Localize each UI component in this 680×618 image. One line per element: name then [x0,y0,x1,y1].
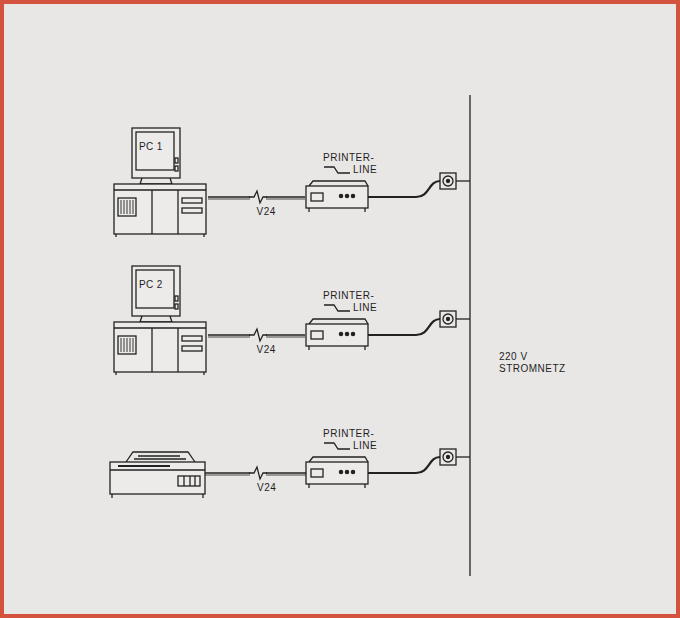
wall-socket [440,173,470,465]
computer-name: PC 2 [139,279,163,291]
printer [110,452,205,498]
printer-line-adapter: PRINTER- LINE [305,290,385,352]
mains-line [469,95,470,576]
interface-label: V24 [256,206,277,218]
line-symbol [324,167,350,173]
serial-cable [205,467,306,479]
computer: PC 1 [112,128,208,238]
power-cord [368,181,440,473]
line-symbol [324,305,350,311]
mains-label: 220 V STROMNETZ [498,351,564,375]
line-symbol [324,443,350,449]
computer-name: PC 1 [139,141,163,153]
interface-label: V24 [256,344,277,356]
device-name: PRINTER- LINE [323,152,385,176]
device-name: PRINTER- LINE [323,428,385,452]
device-name: PRINTER- LINE [323,290,385,314]
printer-line-adapter: PRINTER- LINE [305,428,385,490]
computer: PC 2 [112,266,208,376]
interface-label: V24 [256,482,277,494]
printer-line-adapter: PRINTER- LINE [305,152,385,214]
